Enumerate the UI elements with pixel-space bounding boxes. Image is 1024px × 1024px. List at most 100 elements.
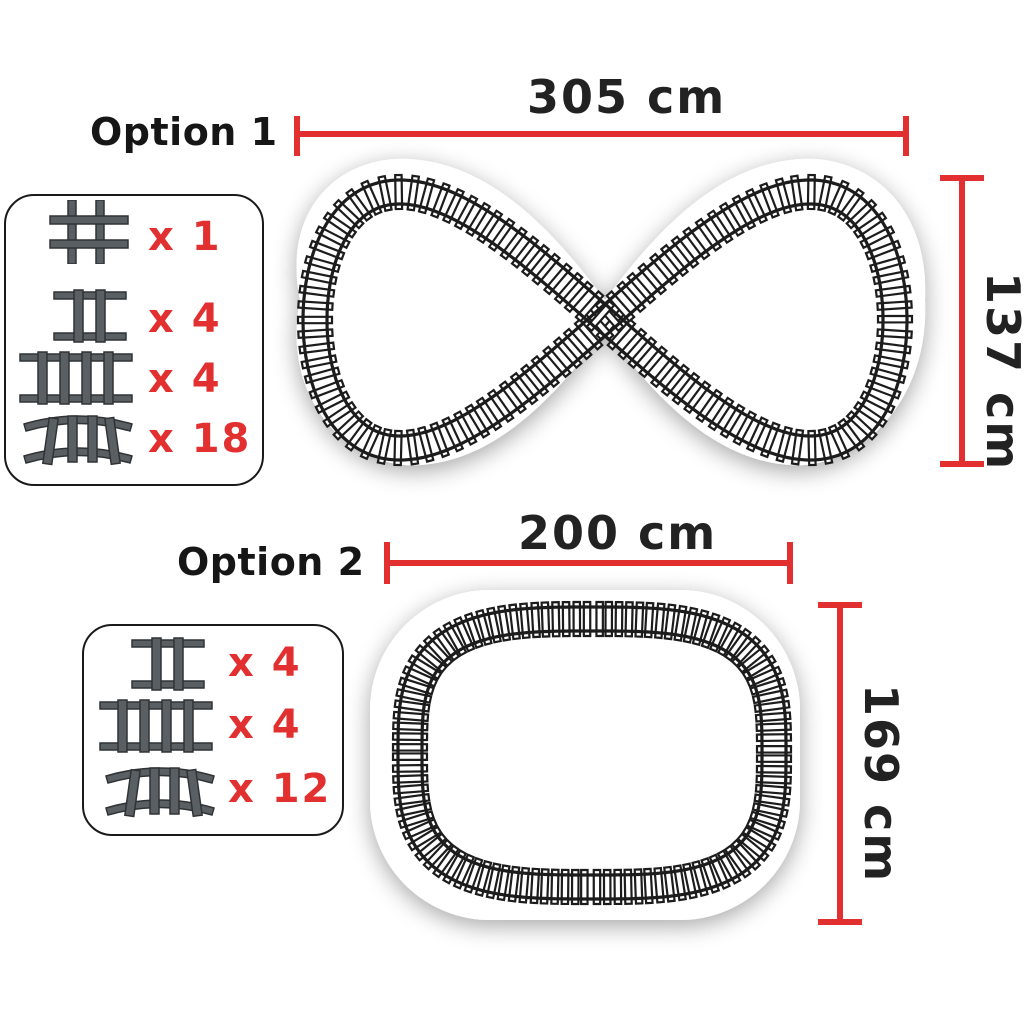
track-sleeper — [422, 634, 454, 668]
track-sleeper — [322, 400, 357, 429]
track-sleeper — [574, 289, 605, 323]
track-sleeper — [695, 388, 724, 424]
list-item: x 1 — [6, 200, 262, 264]
track-sleeper — [359, 423, 383, 461]
option-1-parts-list: x 1 x 4 — [4, 194, 264, 486]
track-sleeper — [552, 336, 583, 370]
track-sleeper — [391, 743, 429, 752]
track-sleeper — [592, 868, 602, 906]
track-sleeper — [296, 315, 334, 325]
track-sleeper — [344, 417, 373, 452]
track-sleeper — [753, 699, 791, 714]
track-sleeper — [613, 868, 623, 906]
track-sleeper — [616, 280, 647, 314]
track-sleeper — [716, 621, 743, 658]
option-2-width-dimension-bar — [384, 542, 793, 584]
curved-track-icon — [105, 767, 215, 818]
option-2-height-dimension-bar — [818, 602, 862, 925]
list-item: x 4 — [84, 698, 342, 758]
track-sleeper — [397, 810, 435, 830]
track-sleeper — [682, 380, 712, 415]
track-sleeper — [595, 600, 604, 638]
track-sleeper — [510, 235, 540, 270]
track-sleeper — [706, 209, 734, 245]
track-sleeper — [453, 194, 479, 231]
track-sleeper — [837, 417, 866, 452]
track-sleeper — [452, 853, 476, 890]
track-sleeper — [707, 396, 735, 432]
track-sleeper — [869, 366, 907, 385]
track-sleeper — [663, 865, 676, 903]
crossing-track-icon — [49, 200, 129, 264]
track-sleeper — [643, 601, 655, 639]
track-sleeper — [297, 328, 334, 340]
track-sleeper — [395, 801, 433, 818]
track-sleeper — [731, 194, 757, 231]
track-sleeper — [308, 239, 346, 261]
track-sleeper — [874, 284, 912, 298]
track-sleeper — [643, 867, 654, 905]
track-sleeper — [744, 187, 769, 225]
track-sleeper — [530, 601, 541, 639]
track-sleeper — [432, 627, 461, 662]
track-sleeper — [509, 371, 539, 406]
track-sleeper — [759, 181, 780, 219]
track-sleeper — [406, 174, 421, 212]
track-sleeper — [755, 754, 793, 763]
track-sleeper — [442, 621, 468, 657]
track-sleeper — [551, 601, 561, 638]
track-sleeper — [300, 354, 338, 370]
track-sleeper — [753, 793, 791, 807]
short-straight-track-icon — [53, 289, 127, 343]
track-sleeper — [859, 225, 896, 250]
long-straight-track-icon — [19, 351, 133, 405]
track-sleeper — [395, 687, 433, 705]
track-sleeper — [700, 856, 721, 894]
track-sleeper — [759, 421, 781, 459]
track-sleeper — [755, 745, 793, 754]
track-sleeper — [393, 699, 431, 713]
track-sleeper — [401, 817, 439, 841]
track-sleeper — [614, 600, 624, 638]
track-sleeper — [741, 825, 777, 852]
track-sleeper — [518, 866, 531, 904]
track-sleeper — [817, 174, 833, 213]
track-sleeper — [487, 217, 516, 253]
track-sleeper — [476, 209, 504, 245]
track-sleeper — [876, 300, 913, 312]
part-quantity: x 4 — [228, 702, 302, 748]
track-sleeper — [836, 187, 865, 223]
curved-track-icon — [23, 415, 133, 466]
part-quantity: x 4 — [228, 640, 302, 686]
track-sleeper — [751, 688, 789, 705]
track-sleeper — [519, 602, 531, 640]
track-sleeper — [872, 354, 910, 370]
track-sleeper — [700, 612, 721, 650]
track-rail-inner — [301, 178, 885, 462]
list-item: x 4 — [6, 289, 262, 350]
track-sleeper — [663, 603, 677, 641]
option-1-width-label: 305 cm — [527, 70, 727, 124]
track-sleeper — [401, 665, 439, 688]
track-sleeper — [429, 421, 451, 459]
track-sleeper — [394, 173, 404, 211]
track-sleeper — [774, 177, 793, 215]
track-sleeper — [623, 868, 633, 905]
track-sleeper — [691, 608, 710, 647]
track-sleeper — [539, 868, 550, 905]
track-sleeper — [708, 616, 732, 653]
track-sleeper — [463, 856, 484, 894]
track-sleeper — [360, 179, 383, 217]
track-sleeper — [827, 179, 850, 217]
track-sleeper — [414, 643, 448, 674]
part-quantity: x 18 — [148, 416, 252, 462]
track-sleeper — [392, 721, 429, 732]
track-sleeper — [580, 868, 589, 906]
track-sleeper — [634, 601, 645, 638]
track-sleeper — [430, 181, 451, 219]
track-sleeper — [485, 862, 502, 900]
track-sleeper — [775, 425, 793, 463]
track-sleeper — [303, 366, 341, 385]
track-sleeper — [529, 867, 541, 905]
